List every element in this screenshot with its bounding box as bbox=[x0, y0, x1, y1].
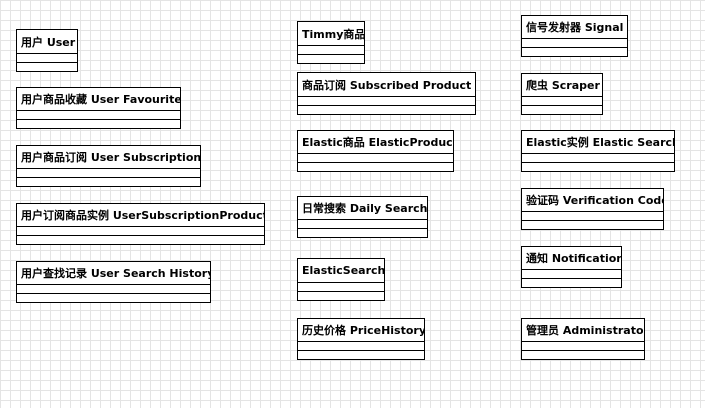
class-user-attributes bbox=[17, 53, 77, 62]
class-user-search-history-title: 用户查找记录 User Search History bbox=[21, 267, 210, 280]
class-timmy-product-methods bbox=[298, 54, 364, 63]
class-subscribed-product-methods bbox=[298, 105, 475, 114]
class-price-history-methods bbox=[298, 350, 424, 359]
class-administrator-attributes bbox=[522, 341, 644, 350]
class-user-subscription[interactable]: 用户商品订阅 User Subscription bbox=[16, 145, 201, 187]
class-subscribed-product-attributes bbox=[298, 96, 475, 105]
class-user-title: 用户 User bbox=[21, 35, 76, 49]
class-user-search-history-methods bbox=[17, 293, 210, 302]
class-verification-code-methods bbox=[522, 220, 663, 229]
class-notification-title: 通知 Notification bbox=[526, 252, 621, 265]
class-verification-code[interactable]: 验证码 Verification Code bbox=[521, 188, 664, 230]
class-elastic-product[interactable]: Elastic商品 ElasticProduct bbox=[297, 130, 454, 172]
class-user-favourite-methods bbox=[17, 119, 180, 128]
class-elastic-search-instance-attributes bbox=[522, 153, 674, 162]
class-timmy-product-title: Timmy商品 bbox=[302, 27, 364, 41]
class-scraper[interactable]: 爬虫 Scraper bbox=[521, 73, 603, 115]
class-user-subscription-product-title: 用户订阅商品实例 UserSubscriptionProduct bbox=[21, 209, 264, 222]
class-timmy-product-attributes bbox=[298, 45, 364, 54]
class-elasticsearch[interactable]: ElasticSearch bbox=[297, 258, 385, 301]
class-elasticsearch-attributes bbox=[298, 282, 384, 291]
class-scraper-attributes bbox=[522, 96, 602, 105]
class-price-history-attributes bbox=[298, 341, 424, 350]
class-user-subscription-product-attributes bbox=[17, 226, 264, 235]
class-verification-code-attributes bbox=[522, 211, 663, 220]
class-signal-attributes bbox=[522, 38, 627, 47]
class-daily-search-title: 日常搜索 Daily Search bbox=[302, 202, 427, 215]
class-user-subscription-product-methods bbox=[17, 235, 264, 244]
class-signal-methods bbox=[522, 47, 627, 56]
class-elastic-search-instance-methods bbox=[522, 162, 674, 171]
class-verification-code-title: 验证码 Verification Code bbox=[526, 194, 663, 207]
class-user-favourite-attributes bbox=[17, 110, 180, 119]
class-scraper-methods bbox=[522, 105, 602, 114]
class-administrator-title: 管理员 Administrator bbox=[526, 324, 644, 337]
class-subscribed-product[interactable]: 商品订阅 Subscribed Product bbox=[297, 72, 476, 115]
class-daily-search-attributes bbox=[298, 219, 427, 228]
class-user-subscription-title: 用户商品订阅 User Subscription bbox=[21, 151, 200, 164]
class-user-search-history[interactable]: 用户查找记录 User Search History bbox=[16, 261, 211, 303]
class-notification-methods bbox=[522, 278, 621, 287]
class-user-subscription-attributes bbox=[17, 168, 200, 177]
class-elastic-product-methods bbox=[298, 162, 453, 171]
class-elastic-product-title: Elastic商品 ElasticProduct bbox=[302, 136, 453, 149]
class-elasticsearch-title: ElasticSearch bbox=[302, 264, 384, 277]
class-elasticsearch-methods bbox=[298, 291, 384, 300]
class-user-subscription-product[interactable]: 用户订阅商品实例 UserSubscriptionProduct bbox=[16, 203, 265, 245]
class-daily-search-methods bbox=[298, 228, 427, 237]
class-elastic-product-attributes bbox=[298, 153, 453, 162]
class-user-search-history-attributes bbox=[17, 284, 210, 293]
class-user-favourite[interactable]: 用户商品收藏 User Favourite bbox=[16, 87, 181, 129]
class-notification[interactable]: 通知 Notification bbox=[521, 246, 622, 288]
class-administrator[interactable]: 管理员 Administrator bbox=[521, 318, 645, 360]
class-subscribed-product-title: 商品订阅 Subscribed Product bbox=[302, 78, 472, 92]
class-price-history[interactable]: 历史价格 PriceHistory bbox=[297, 318, 425, 360]
class-elastic-search-instance-title: Elastic实例 Elastic Search bbox=[526, 136, 674, 149]
class-user[interactable]: 用户 User bbox=[16, 29, 78, 72]
class-price-history-title: 历史价格 PriceHistory bbox=[302, 324, 424, 337]
class-daily-search[interactable]: 日常搜索 Daily Search bbox=[297, 196, 428, 238]
class-user-subscription-methods bbox=[17, 177, 200, 186]
class-signal-title: 信号发射器 Signal bbox=[526, 21, 624, 34]
class-administrator-methods bbox=[522, 350, 644, 359]
class-user-methods bbox=[17, 62, 77, 71]
class-user-favourite-title: 用户商品收藏 User Favourite bbox=[21, 93, 180, 106]
class-elastic-search-instance[interactable]: Elastic实例 Elastic Search bbox=[521, 130, 675, 172]
class-notification-attributes bbox=[522, 269, 621, 278]
class-timmy-product[interactable]: Timmy商品 bbox=[297, 21, 365, 64]
class-scraper-title: 爬虫 Scraper bbox=[526, 79, 600, 92]
class-signal[interactable]: 信号发射器 Signal bbox=[521, 15, 628, 57]
